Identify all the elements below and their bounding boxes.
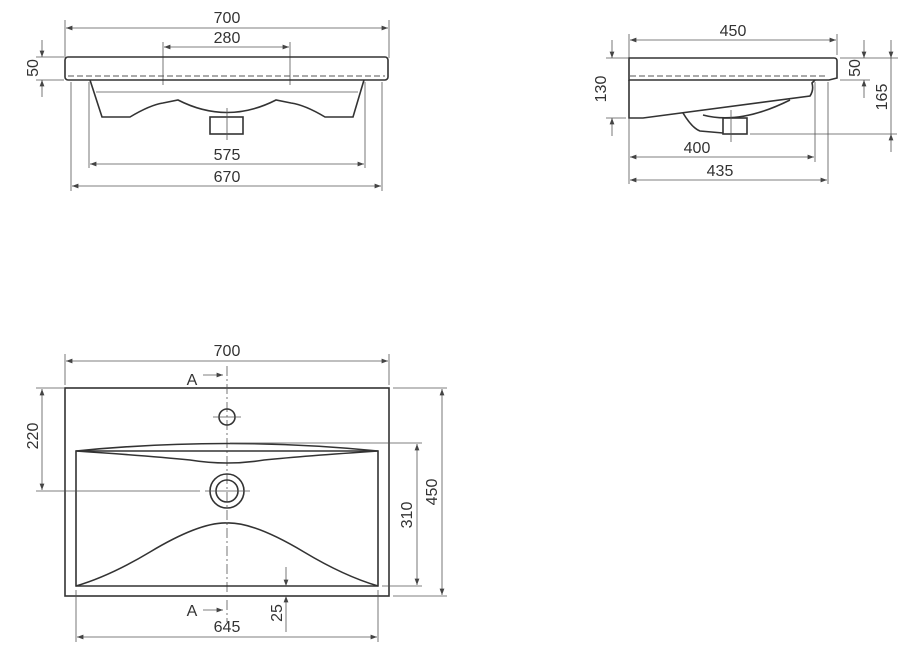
dim-top-width: 700 [214,343,241,360]
drain-outline [209,116,244,135]
front-view: 700 280 50 575 670 [25,10,390,191]
section-marker-top: A [187,372,198,389]
dim-side-body-height: 130 [593,76,610,103]
dim-side-outer: 435 [707,163,734,180]
dim-top-depth: 450 [424,479,441,506]
dim-side-depth: 450 [720,23,747,40]
top-view: 700 A A 220 310 450 645 25 [25,343,447,642]
section-marker-bottom: A [187,603,198,620]
dim-drain-offset: 220 [25,423,42,450]
dim-side-slab: 50 [847,59,864,77]
slab-outline [64,56,389,81]
dim-bowl-inner: 575 [214,147,241,164]
dim-basin-depth: 310 [399,502,416,529]
dim-front-slab: 50 [25,59,42,77]
dim-side-total-height: 165 [874,84,891,111]
dim-side-inner: 400 [684,140,711,157]
dim-bowl-outer: 670 [214,169,241,186]
dim-basin-width: 645 [214,619,241,636]
dim-front-width: 700 [214,10,241,27]
side-view: 450 130 50 165 400 435 [593,23,898,184]
dim-front-rim: 25 [269,604,286,622]
dim-tap-spacing: 280 [214,30,241,47]
